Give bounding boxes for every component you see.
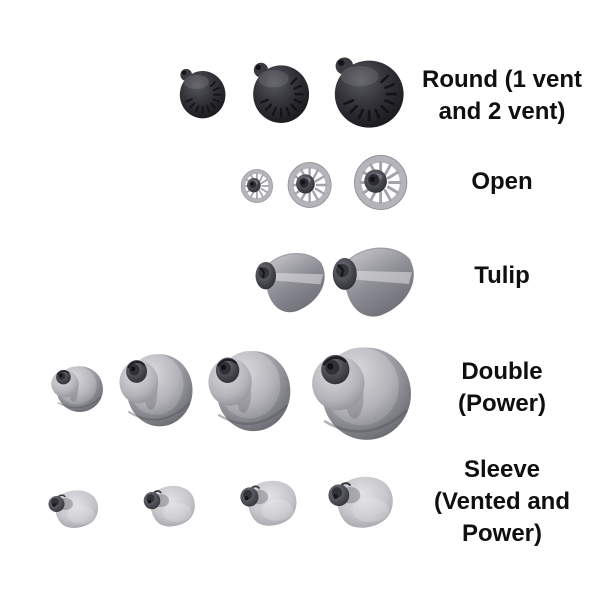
row-label-open: Open	[471, 168, 533, 195]
double-dome-icon-xlarge	[310, 346, 413, 442]
sleeve-dome-icon-small	[47, 489, 99, 529]
double-dome-icon-large	[207, 349, 292, 433]
round-dome-icon-medium	[251, 61, 311, 125]
sleeve-dome-icon-medium	[142, 485, 196, 528]
open-dome-icon-small	[236, 166, 274, 206]
sleeve-dome-icon-xlarge	[327, 475, 394, 529]
double-dome-icon-medium	[118, 353, 194, 428]
double-dome-icon-small	[50, 365, 104, 413]
sleeve-dome-icon-large	[239, 479, 298, 527]
row-label-double: Double (Power)	[457, 358, 546, 417]
round-dome-icon-small	[178, 67, 227, 120]
open-dome-icon-large	[346, 150, 409, 215]
tulip-dome-icon-large	[331, 246, 416, 318]
row-label-tulip: Tulip	[474, 262, 530, 289]
round-dome-icon-large	[333, 56, 406, 130]
row-label-round: Round (1 vent and 2 vent)	[422, 66, 582, 125]
open-dome-icon-medium	[281, 158, 333, 212]
tulip-dome-icon-medium	[254, 252, 326, 314]
row-label-sleeve: Sleeve (Vented and Power)	[433, 456, 571, 547]
